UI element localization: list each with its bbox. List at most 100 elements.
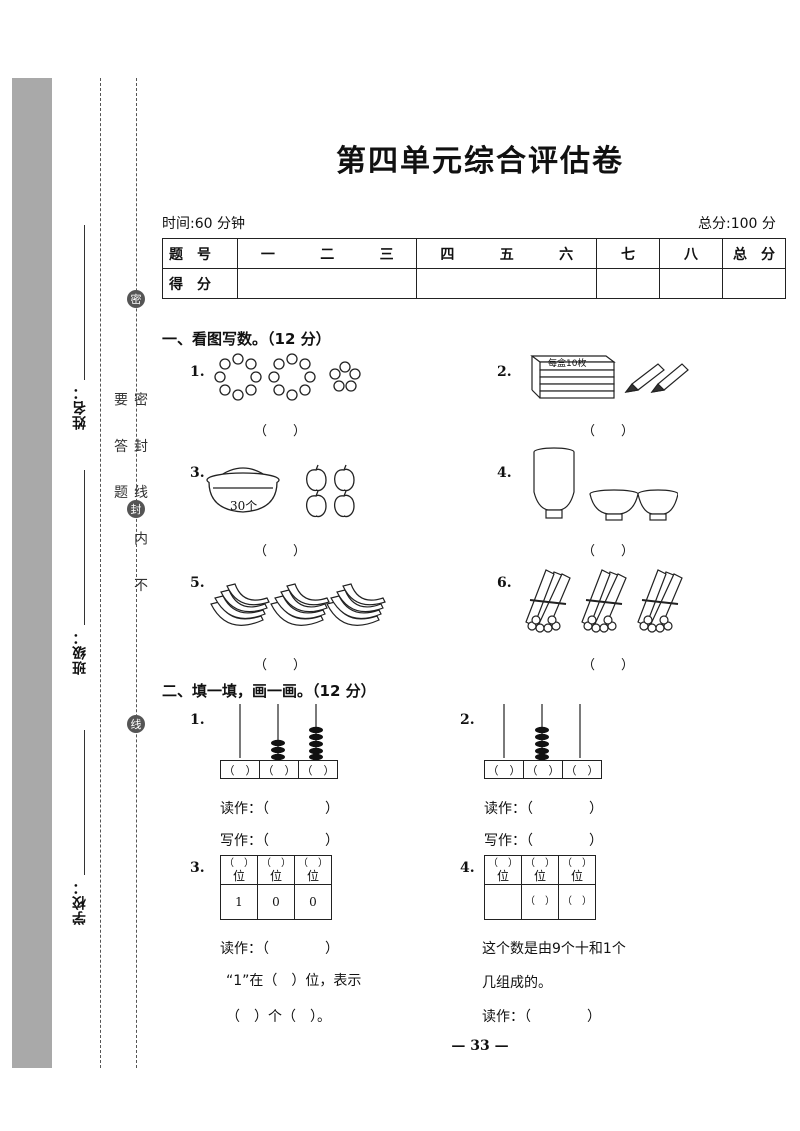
item-number: 2. bbox=[460, 712, 475, 728]
item-number: 1. bbox=[190, 364, 205, 380]
banana-bunches-illustration bbox=[210, 583, 386, 626]
name-label: 姓名： bbox=[72, 385, 88, 430]
place-unit: 位 bbox=[232, 869, 245, 883]
pencil-icon bbox=[624, 363, 689, 393]
score-header: 七 bbox=[596, 238, 660, 269]
answer-blank[interactable]: （ ） bbox=[582, 544, 635, 559]
place-name-blank[interactable]: （ ） bbox=[488, 858, 518, 869]
score-header: 六 bbox=[536, 238, 598, 269]
section2-title: 二、填一填，画一画。（12 分） bbox=[162, 682, 376, 700]
score-cell[interactable] bbox=[659, 268, 723, 299]
score-header: 八 bbox=[659, 238, 723, 269]
item-number: 4. bbox=[460, 860, 475, 876]
read-as-field[interactable]: 读作：（ ） bbox=[220, 941, 339, 957]
place-header: （ ）位 bbox=[294, 855, 332, 885]
place-unit: 位 bbox=[496, 869, 509, 883]
school-field[interactable] bbox=[84, 730, 85, 875]
answer-blank[interactable]: （ ） bbox=[254, 544, 307, 559]
place-name-blank[interactable]: （ ） bbox=[298, 858, 328, 869]
place-value-blank[interactable]: （ ） bbox=[565, 763, 599, 777]
abacus-answer-row: （ ） （ ） （ ） bbox=[484, 760, 602, 779]
read-as-field[interactable]: 读作：（ ） bbox=[484, 801, 603, 817]
place-unit: 位 bbox=[306, 869, 319, 883]
score-header: 五 bbox=[477, 238, 537, 269]
place-digit-blank[interactable]: （ ） bbox=[521, 884, 559, 920]
place-name-blank[interactable]: （ ） bbox=[261, 858, 291, 869]
item-number: 3. bbox=[190, 860, 205, 876]
item-number: 5. bbox=[190, 575, 205, 591]
score-cell[interactable] bbox=[722, 268, 786, 299]
time-label: 时间:60 分钟 bbox=[162, 216, 245, 232]
place-value-blank[interactable]: （ ） bbox=[221, 761, 260, 778]
write-as-field[interactable]: 写作：（ ） bbox=[484, 833, 603, 849]
pencil-box-stack-illustration bbox=[530, 355, 616, 399]
seal-dot: 封 bbox=[127, 500, 145, 518]
place-value-blank[interactable]: （ ） bbox=[524, 761, 563, 778]
score-cell[interactable] bbox=[236, 268, 418, 299]
place-header: （ ）位 bbox=[257, 855, 295, 885]
place-value-blank[interactable]: （ ） bbox=[301, 763, 335, 777]
score-table-header-row: 题 号 一 二 三 四 五 六 七 八 总 分 bbox=[162, 238, 786, 269]
read-as-field[interactable]: 读作：（ ） bbox=[220, 801, 339, 817]
score-header: 一 bbox=[236, 238, 298, 269]
item-number: 6. bbox=[497, 575, 512, 591]
section1-title: 一、看图写数。（12 分） bbox=[162, 330, 331, 348]
seal-dot: 线 bbox=[127, 715, 145, 733]
place-digit-drawing-area[interactable] bbox=[484, 884, 522, 920]
score-header: 二 bbox=[297, 238, 357, 269]
item-number: 2. bbox=[497, 364, 512, 380]
place-digit: 0 bbox=[294, 884, 332, 920]
abacus-illustration bbox=[503, 704, 581, 761]
apple-basket-illustration bbox=[206, 467, 280, 513]
answer-blank[interactable]: （ ） bbox=[254, 424, 307, 439]
item-number: 3. bbox=[190, 465, 205, 481]
place-name-blank[interactable]: （ ） bbox=[525, 858, 555, 869]
question-text: 几组成的。 bbox=[482, 975, 552, 991]
total-label: 总分:100 分 bbox=[698, 216, 776, 232]
place-header: （ ）位 bbox=[558, 855, 596, 885]
place-header: （ ）位 bbox=[521, 855, 559, 885]
abacus-illustration bbox=[239, 704, 323, 761]
seal-notice: 密 封 线 内 不 要 答 题 bbox=[112, 392, 148, 606]
score-cell[interactable] bbox=[416, 268, 597, 299]
score-header: 四 bbox=[416, 238, 478, 269]
place-unit: 位 bbox=[269, 869, 282, 883]
school-label: 学校： bbox=[72, 880, 88, 925]
question-text[interactable]: （ ）个（ ）。 bbox=[226, 1009, 331, 1025]
stick-bundles-illustration bbox=[525, 569, 683, 633]
question-text: 这个数是由9个十和1个 bbox=[482, 941, 626, 957]
score-header: 总 分 bbox=[722, 238, 786, 269]
answer-blank[interactable]: （ ） bbox=[582, 424, 635, 439]
score-table-score-row: 得 分 bbox=[162, 268, 786, 299]
score-row-label: 得 分 bbox=[162, 268, 238, 299]
name-field[interactable] bbox=[84, 225, 85, 380]
cut-line-left bbox=[100, 78, 101, 1068]
place-value-blank[interactable]: （ ） bbox=[485, 761, 524, 778]
item-number: 4. bbox=[497, 465, 512, 481]
answer-blank[interactable]: （ ） bbox=[254, 658, 307, 673]
place-header: （ ）位 bbox=[484, 855, 522, 885]
score-table: 题 号 一 二 三 四 五 六 七 八 总 分 得 分 bbox=[162, 238, 786, 299]
place-unit: 位 bbox=[570, 869, 583, 883]
place-header: （ ）位 bbox=[220, 855, 258, 885]
class-field[interactable] bbox=[84, 470, 85, 625]
answer-blank[interactable]: （ ） bbox=[582, 658, 635, 673]
place-unit: 位 bbox=[533, 869, 546, 883]
score-header: 三 bbox=[356, 238, 418, 269]
page-title: 第四单元综合评估卷 bbox=[336, 144, 624, 179]
place-value-blank[interactable]: （ ） bbox=[260, 761, 299, 778]
read-as-field[interactable]: 读作：（ ） bbox=[482, 1009, 601, 1025]
score-header: 题 号 bbox=[162, 238, 238, 269]
place-name-blank[interactable]: （ ） bbox=[562, 858, 592, 869]
place-digit: 0 bbox=[257, 884, 295, 920]
item-number: 1. bbox=[190, 712, 205, 728]
box-label: 每盒10枚 bbox=[548, 359, 587, 369]
page-number: — 33 — bbox=[451, 1038, 509, 1054]
score-cell[interactable] bbox=[596, 268, 660, 299]
place-value-table: （ ）位 （ ）位 （ ）位 1 0 0 bbox=[220, 855, 332, 920]
write-as-field[interactable]: 写作：（ ） bbox=[220, 833, 339, 849]
binding-strip bbox=[12, 78, 52, 1068]
place-digit-blank[interactable]: （ ） bbox=[558, 884, 596, 920]
place-name-blank[interactable]: （ ） bbox=[224, 858, 254, 869]
cut-line-right bbox=[136, 78, 137, 1068]
